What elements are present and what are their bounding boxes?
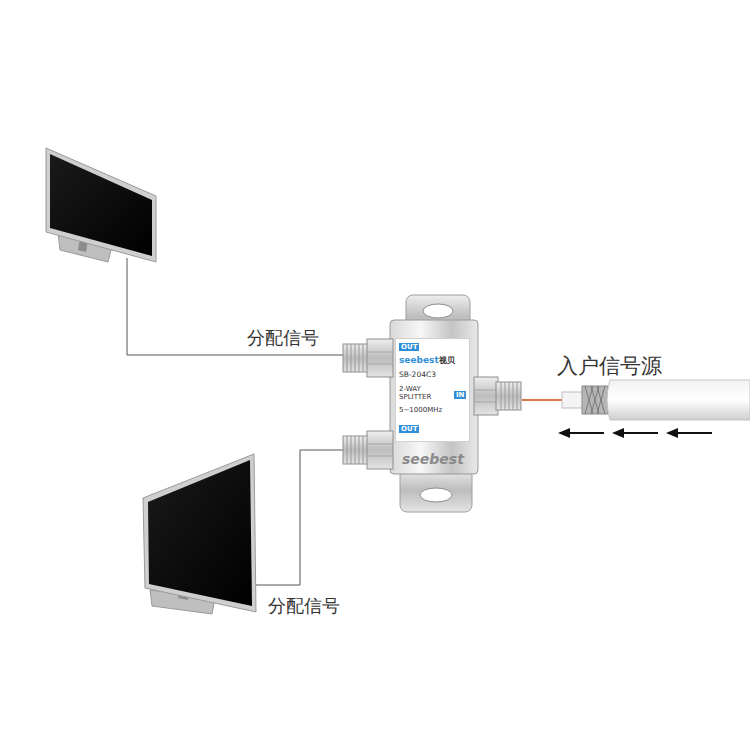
flow-arrow bbox=[558, 428, 712, 438]
signal-label: 分配信号 bbox=[268, 594, 340, 618]
port-tag: OUT bbox=[399, 343, 419, 351]
splitter-housing: seebestOUTseebest视贝SB-204C32-WAY SPLITTE… bbox=[338, 292, 524, 517]
signal-wire bbox=[256, 450, 345, 585]
tv-bottom bbox=[143, 454, 256, 614]
splitter-label: OUT seebest视贝SB-204C3 2-WAY SPLITTER 5~1000… bbox=[395, 338, 470, 442]
signal-label: 分配信号 bbox=[247, 326, 319, 350]
splitter-body bbox=[343, 295, 521, 512]
coax-cable bbox=[522, 380, 750, 420]
model-number: SB-204C3 bbox=[399, 371, 436, 380]
signal-wire bbox=[127, 258, 345, 355]
brand-chinese: 视贝 bbox=[439, 356, 455, 365]
tv-top bbox=[46, 148, 156, 262]
embossed-brand: seebest bbox=[402, 451, 464, 467]
source-label: 入户信号源 bbox=[557, 352, 662, 380]
port-tag: IN bbox=[454, 391, 466, 399]
port-tag: OUT bbox=[399, 425, 419, 433]
brand-logo: seebest bbox=[399, 355, 439, 365]
product-type: 2-WAY SPLITTER bbox=[399, 385, 445, 401]
frequency-range: 5~1000MHz bbox=[399, 406, 442, 414]
